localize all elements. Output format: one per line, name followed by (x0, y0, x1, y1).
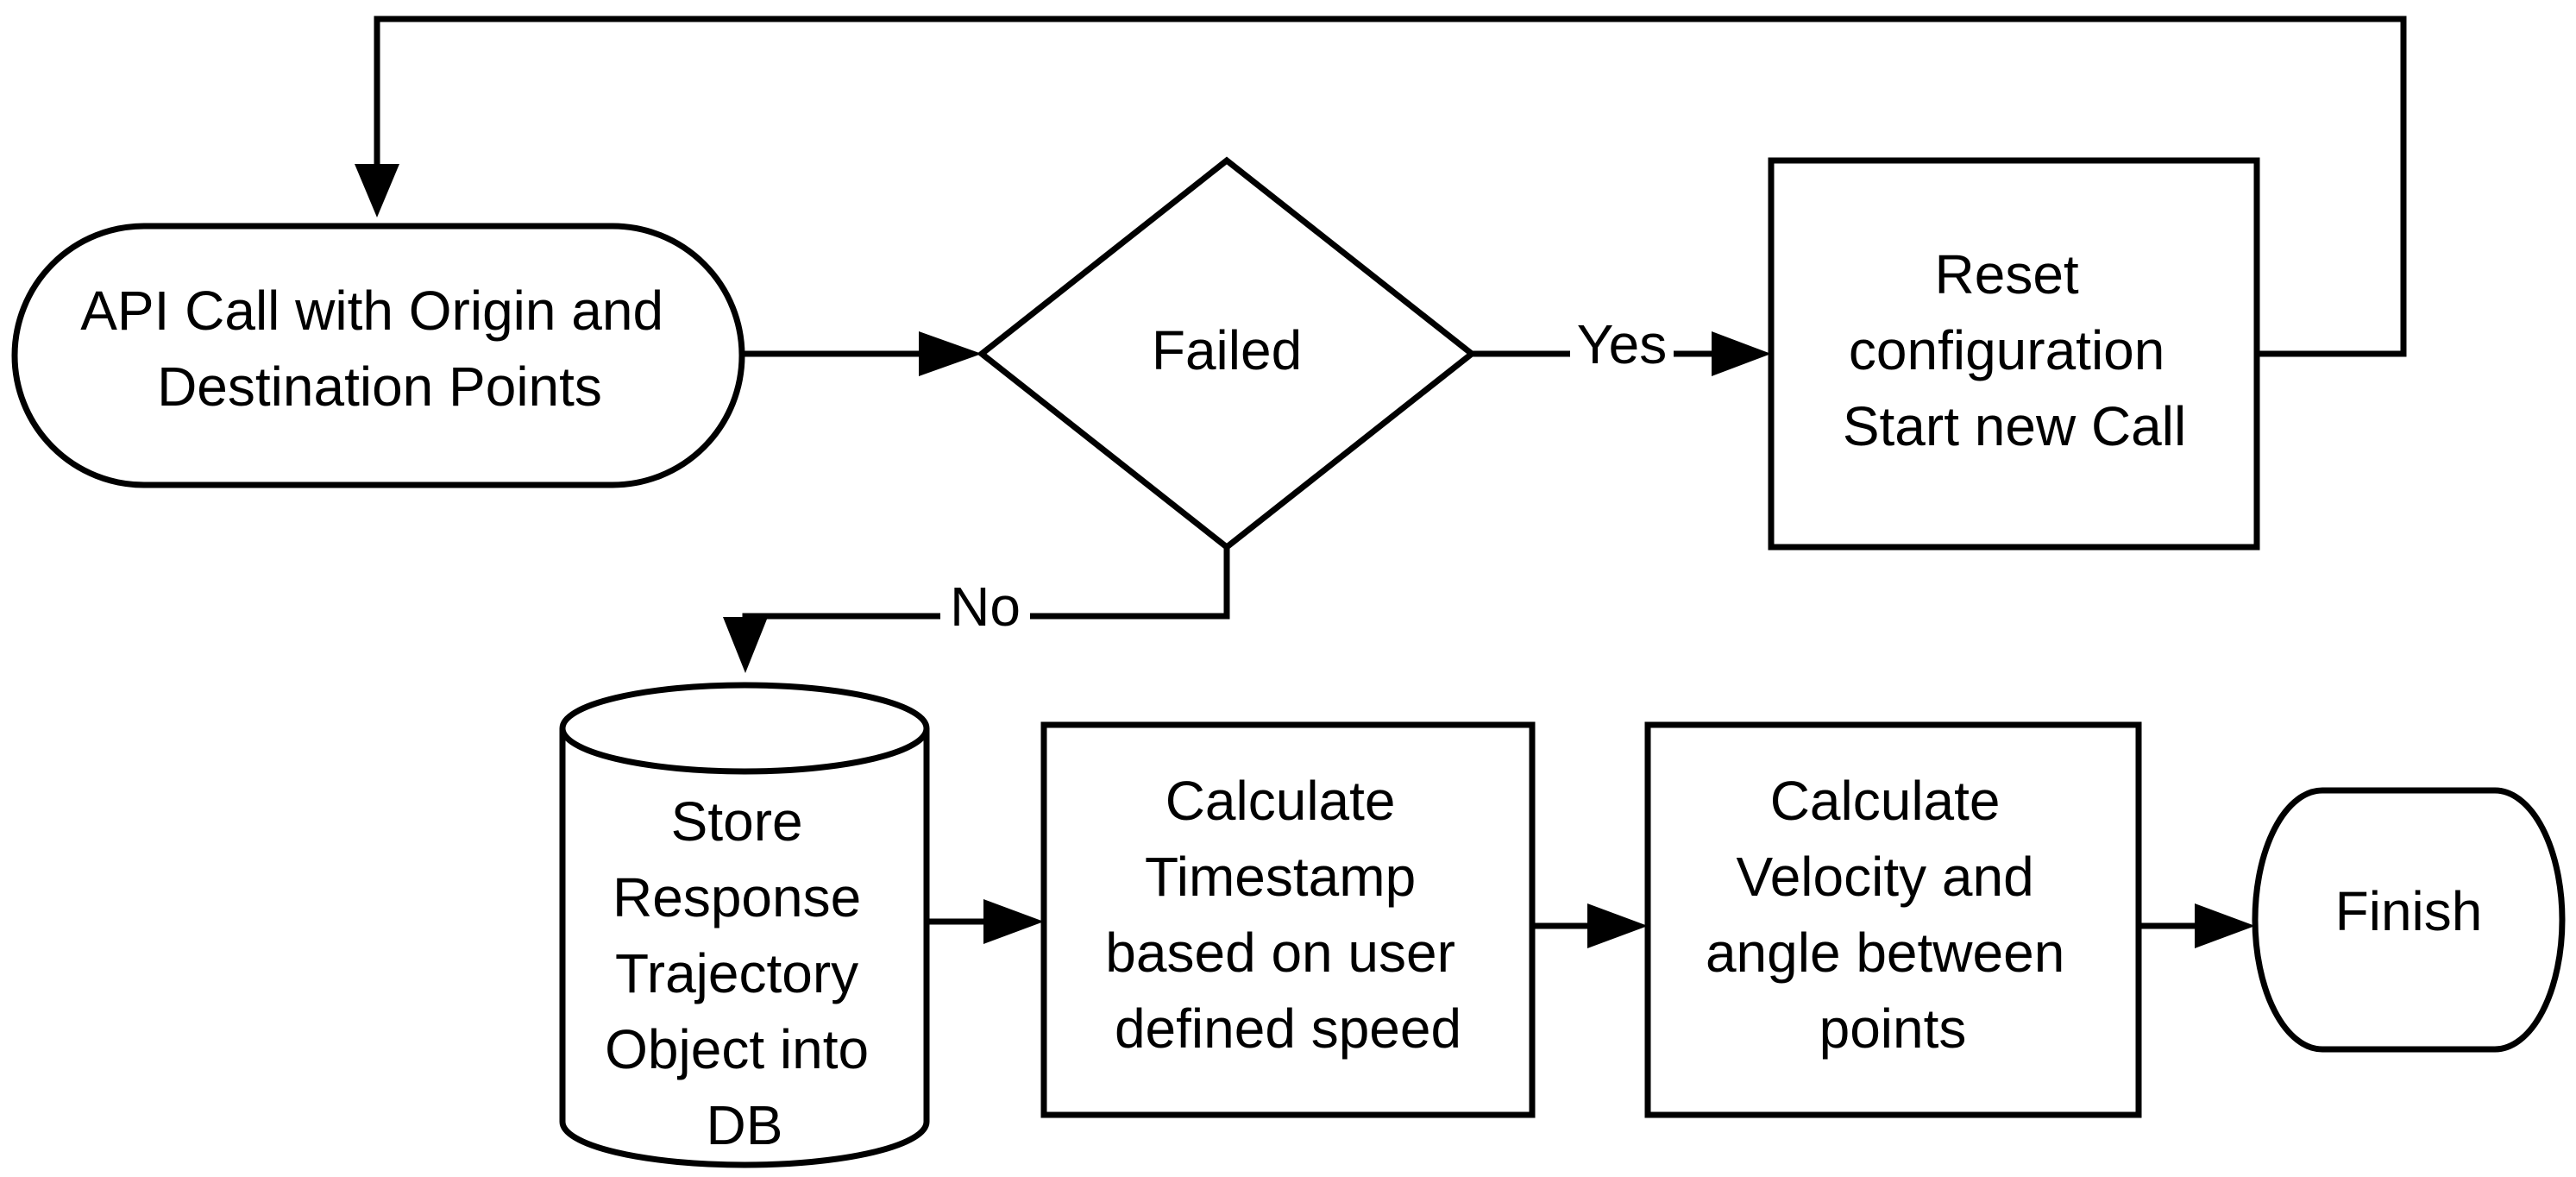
velocity-node: Calculate Velocity and angle between poi… (1644, 721, 2142, 1118)
yes-label: Yes (1577, 313, 1667, 375)
api-call-line-1: API Call with Origin and (80, 280, 663, 342)
velocity-line-3: angle between (1706, 922, 2064, 984)
arrowhead-failed (919, 331, 982, 376)
finish-label: Finish (2335, 880, 2483, 942)
store-database-node: Store Response Trajectory Object into DB (559, 682, 930, 1168)
svg-text:API Call with Origin and: API Call with Origin and Destination Poi… (80, 280, 679, 418)
reset-line-3: Start new Call (1843, 395, 2186, 457)
svg-text:Reset configuration: Reset configuration Start new Call (1843, 243, 2186, 457)
reset-line-1: Reset (1935, 243, 2079, 305)
store-line-5: DB (707, 1094, 783, 1156)
failed-label: Failed (1152, 319, 1302, 381)
finish-node: Finish (2252, 787, 2566, 1053)
timestamp-line-4: defined speed (1115, 998, 1461, 1060)
arrowhead-store (723, 617, 768, 673)
velocity-line-2: Velocity and (1737, 846, 2034, 908)
edge-reset-to-api-call (374, 16, 2407, 357)
arrowhead-api-call (355, 164, 399, 217)
reset-node: Reset configuration Start new Call (1768, 157, 2260, 551)
arrowhead-timestamp (983, 899, 1044, 944)
timestamp-line-2: Timestamp (1145, 846, 1416, 908)
arrowhead-velocity (1587, 903, 1648, 948)
store-line-1: Store (671, 790, 803, 853)
velocity-line-1: Calculate (1770, 770, 2001, 832)
edges: Yes No (355, 16, 2407, 948)
timestamp-line-1: Calculate (1165, 770, 1396, 832)
reset-line-2: configuration (1849, 319, 2164, 381)
svg-text:Store Response Tra: Store Response Trajectory Object into DB (605, 790, 884, 1156)
svg-text:Finish: Finish (2335, 880, 2483, 942)
svg-text:Calculate Velocity and: Calculate Velocity and angle between poi… (1706, 770, 2080, 1060)
api-call-node: API Call with Origin and Destination Poi… (11, 223, 745, 488)
api-call-line-2: Destination Points (157, 356, 602, 418)
velocity-line-4: points (1819, 998, 1967, 1060)
store-line-2: Response (613, 866, 861, 928)
svg-text:Failed: Failed (1152, 319, 1302, 381)
timestamp-node: Calculate Timestamp based on user define… (1040, 721, 1536, 1118)
store-line-4: Object into (605, 1018, 869, 1080)
svg-text:Calculate Timestamp: Calculate Timestamp based on user define… (1105, 770, 1470, 1060)
timestamp-line-3: based on user (1105, 922, 1455, 984)
arrowhead-reset (1712, 331, 1771, 376)
no-label: No (950, 576, 1021, 638)
failed-decision-node: Failed (977, 156, 1477, 551)
store-line-3: Trajectory (615, 942, 858, 1004)
arrowhead-finish (2195, 903, 2255, 948)
